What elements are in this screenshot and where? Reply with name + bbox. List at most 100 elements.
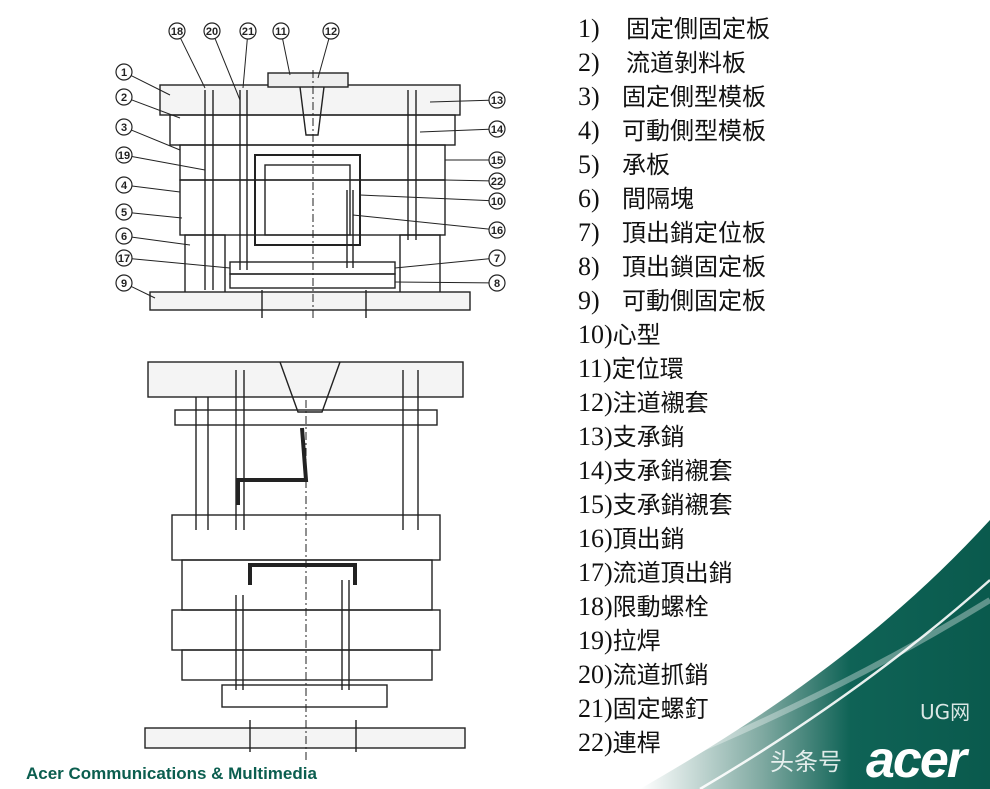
- callout-circle: [115, 274, 133, 292]
- legend-item: 21)固定螺釘: [578, 692, 770, 726]
- closed-mold-drawing: [149, 70, 471, 320]
- callout-number: 6: [121, 231, 127, 243]
- callout-number: 13: [491, 95, 503, 107]
- callout-circle: [115, 118, 133, 136]
- callout-6: 6: [115, 227, 191, 246]
- callout-number: 16: [491, 225, 503, 237]
- legend-number: 13): [578, 422, 613, 451]
- legend-item: 6) 間隔塊: [578, 182, 770, 216]
- legend-number: 15): [578, 490, 613, 519]
- leader-line: [394, 258, 490, 269]
- callout-number: 21: [242, 26, 254, 38]
- leader-line: [394, 281, 490, 284]
- callout-13: 13: [429, 91, 506, 109]
- legend-text: 流道剝料板: [626, 49, 746, 77]
- watermark-left: 头条号: [770, 748, 842, 776]
- callout-number: 9: [121, 278, 127, 290]
- legend-number: 21): [578, 694, 613, 723]
- legend-text: 承板: [622, 151, 670, 179]
- callout-number: 15: [491, 155, 503, 167]
- leader-line: [242, 38, 248, 89]
- callout-number: 17: [118, 253, 130, 265]
- legend-number: 16): [578, 524, 613, 553]
- legend-number: 7): [578, 218, 600, 247]
- callout-7: 7: [394, 249, 506, 269]
- leader-line: [429, 99, 490, 103]
- legend-item: 11)定位環: [578, 352, 770, 386]
- callout-circle: [239, 22, 257, 40]
- legend-item: 9)可動側固定板: [578, 284, 770, 318]
- legend-text: 流道頂出銷: [612, 559, 733, 587]
- legend-number: 3): [578, 82, 600, 111]
- callout-number: 14: [491, 124, 504, 136]
- callout-14: 14: [419, 120, 506, 138]
- footer-company: Acer Communications & Multimedia: [26, 764, 317, 783]
- callout-11: 11: [272, 22, 291, 76]
- callout-1: 1: [115, 63, 171, 96]
- legend-text: 定位環: [611, 355, 684, 383]
- leader-line: [131, 212, 183, 219]
- callout-circle: [488, 221, 506, 239]
- leader-line: [282, 38, 291, 76]
- callout-number: 18: [171, 26, 183, 38]
- legend-text: 頂出銷定位板: [622, 219, 766, 247]
- legend-item: 18)限動螺栓: [578, 590, 770, 624]
- leader-line: [214, 38, 241, 101]
- legend-text: 固定螺釘: [612, 695, 709, 723]
- legend-text: 頂出銷: [612, 525, 685, 553]
- leader-line: [131, 99, 181, 119]
- legend-number: 20): [578, 660, 613, 689]
- callout-number: 4: [121, 180, 128, 192]
- callout-circle: [488, 120, 506, 138]
- legend-text: 固定側型模板: [622, 83, 766, 111]
- callout-number: 19: [118, 150, 130, 162]
- callout-number: 20: [206, 26, 218, 38]
- callout-number: 22: [491, 176, 503, 188]
- callout-circle: [115, 88, 133, 106]
- leader-line: [131, 258, 231, 269]
- callout-number: 12: [325, 26, 337, 38]
- legend-text: 支承銷: [612, 423, 685, 451]
- callout-22: 22: [444, 172, 506, 190]
- leader-line: [444, 179, 490, 182]
- legend-item: 14)支承銷襯套: [578, 454, 770, 488]
- leader-line: [131, 129, 181, 151]
- callout-circle: [322, 22, 340, 40]
- legend-number: 12): [578, 388, 613, 417]
- legend-item: 22)連桿: [578, 726, 770, 760]
- callout-circle: [488, 151, 506, 169]
- callout-17: 17: [115, 249, 231, 269]
- legend-item: 17)流道頂出銷: [578, 556, 770, 590]
- callout-number: 1: [121, 67, 127, 79]
- callout-3: 3: [115, 118, 181, 151]
- callout-circle: [488, 91, 506, 109]
- leader-line: [131, 185, 181, 193]
- legend-item: 10)心型: [578, 318, 770, 352]
- callout-10: 10: [359, 192, 506, 210]
- callout-circle: [115, 249, 133, 267]
- callout-circle: [488, 172, 506, 190]
- callout-circle: [115, 176, 133, 194]
- watermark-right: UG网: [920, 700, 971, 724]
- callout-circle: [168, 22, 186, 40]
- legend-item: 3) 固定側型模板: [578, 80, 770, 114]
- legend-text: 可動側固定板: [622, 287, 766, 315]
- leader-line: [130, 75, 171, 96]
- legend-number: 18): [578, 592, 613, 621]
- legend-text: 連桿: [612, 729, 661, 757]
- legend-text: 間隔塊: [622, 185, 694, 213]
- open-mold-drawing: [144, 361, 466, 760]
- callout-number: 3: [121, 122, 127, 134]
- legend-item: 2)流道剝料板: [578, 46, 770, 80]
- callout-number: 8: [494, 278, 500, 290]
- legend-number: 11): [578, 354, 612, 383]
- legend-item: 16)頂出銷: [578, 522, 770, 556]
- leader-line: [359, 194, 490, 202]
- leader-line: [131, 236, 191, 246]
- legend-number: 6): [578, 184, 600, 213]
- callout-16: 16: [352, 214, 506, 239]
- legend-number: 14): [578, 456, 613, 485]
